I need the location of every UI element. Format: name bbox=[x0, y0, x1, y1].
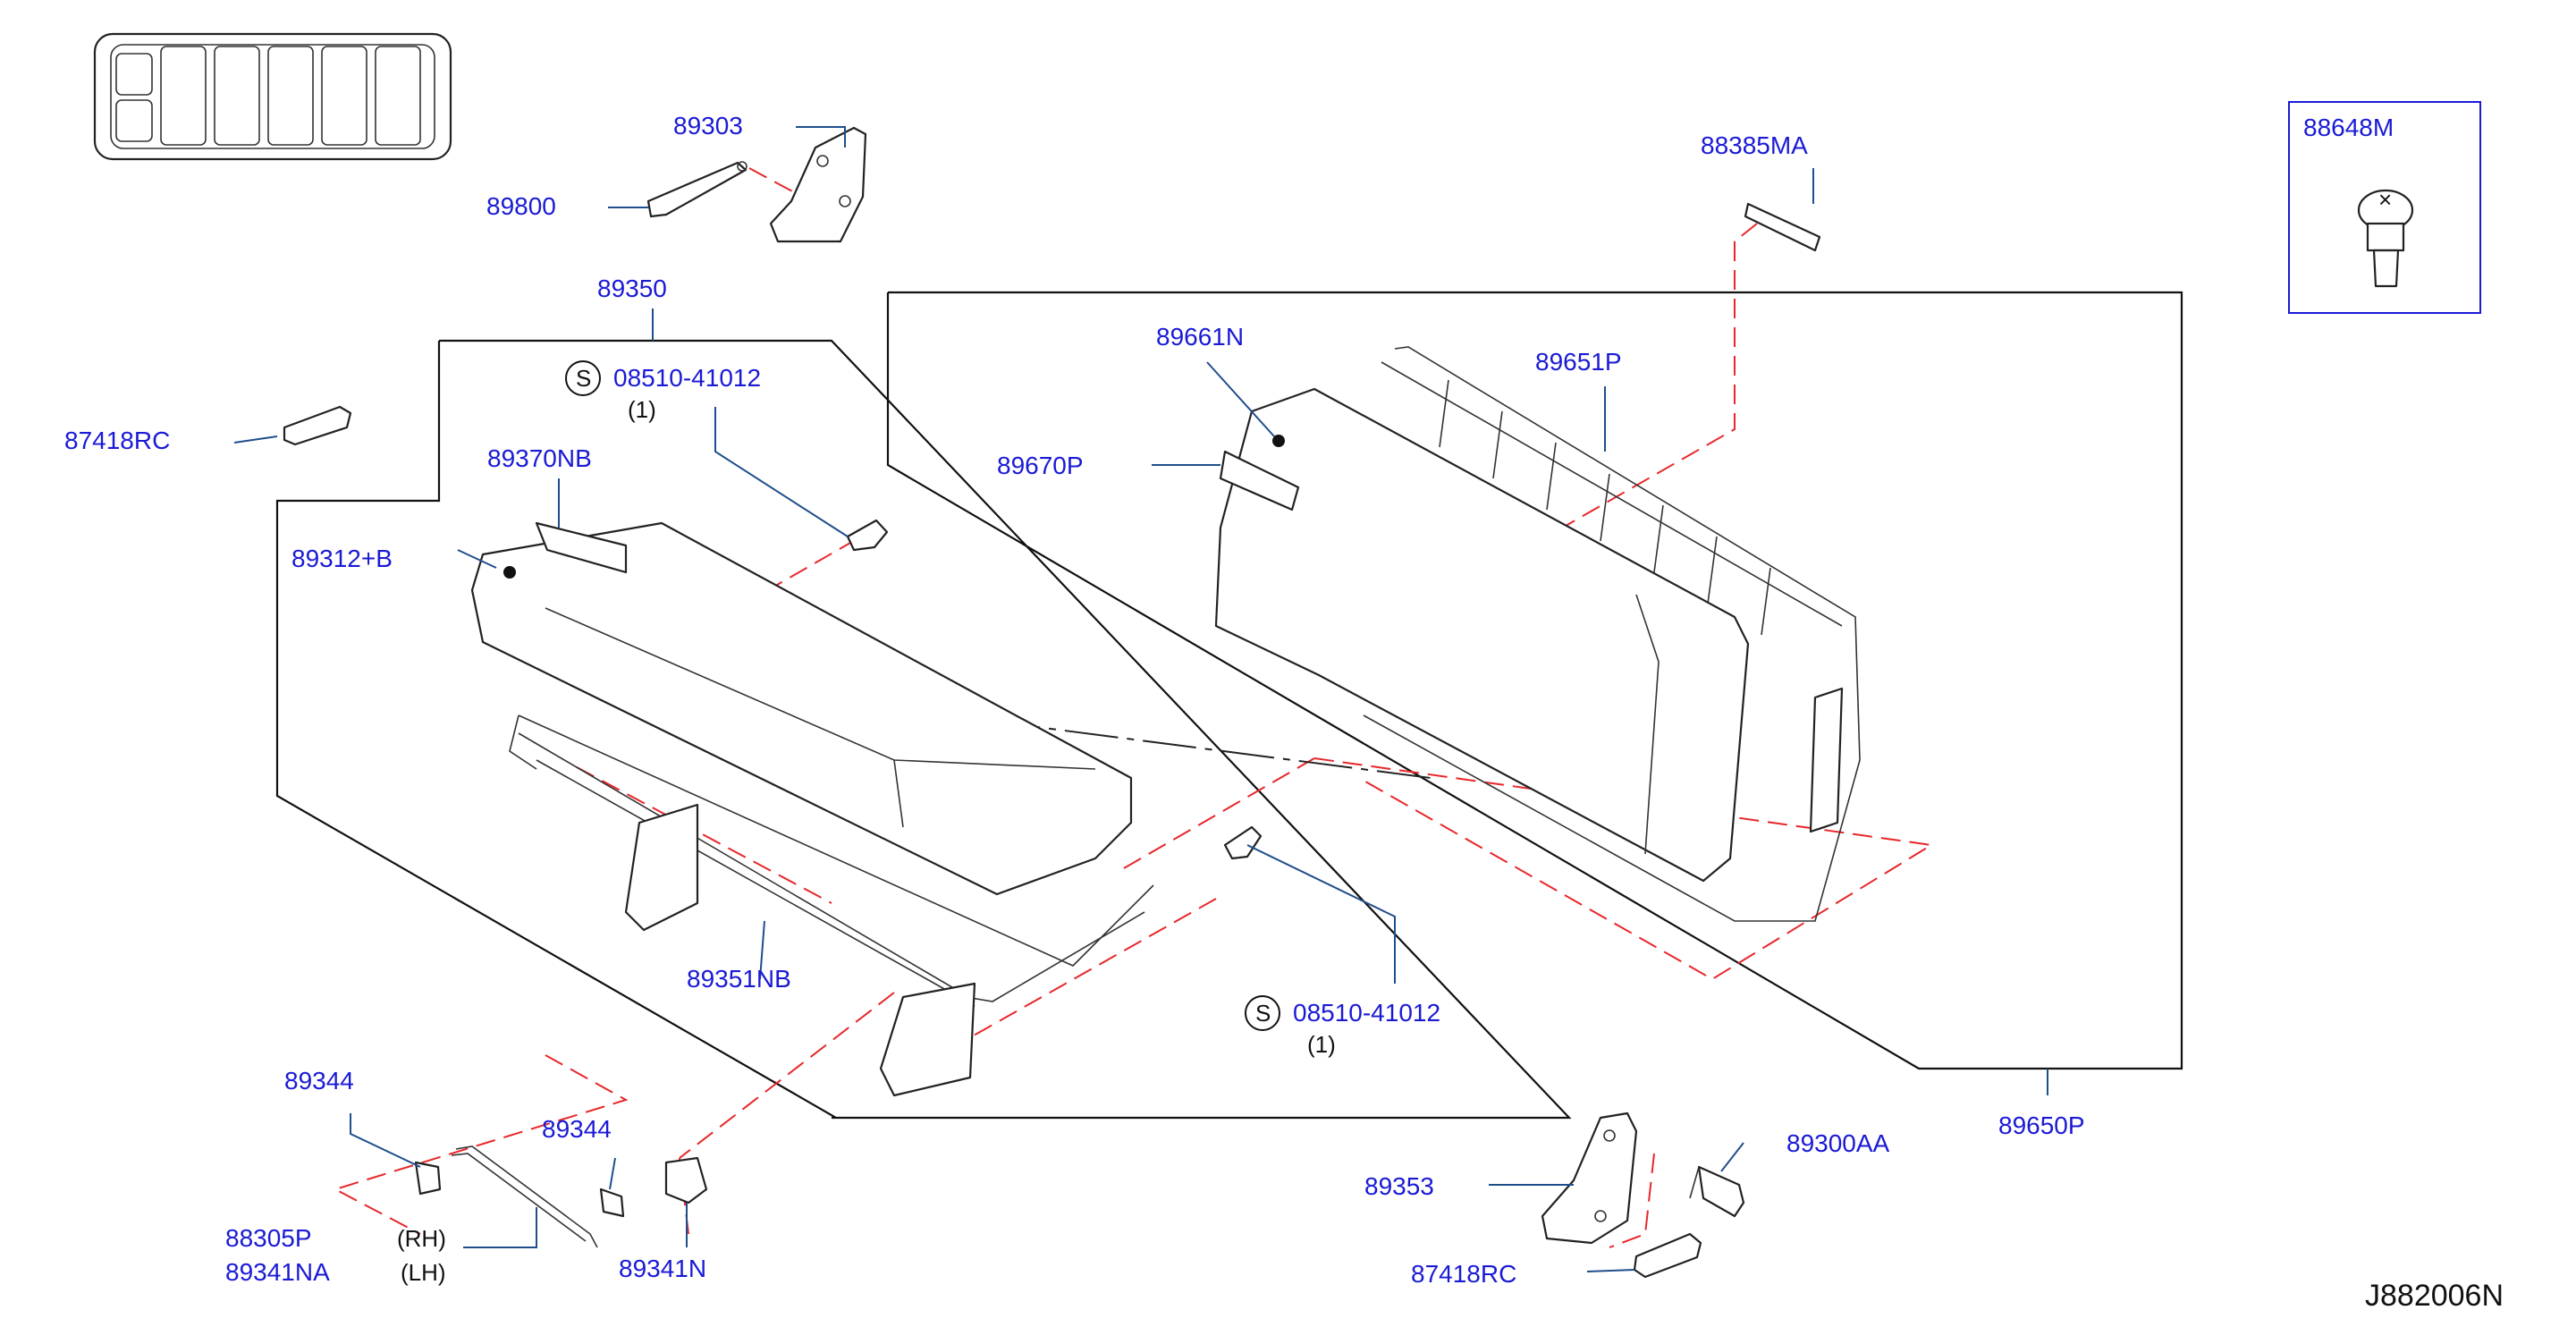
bolt-icon bbox=[1689, 1165, 1745, 1218]
cushion-group-frame bbox=[275, 339, 1572, 1120]
label-89651p: 89651P bbox=[1535, 348, 1622, 376]
lower-hinge-bracket-icon bbox=[1541, 1111, 1638, 1245]
strap-icon bbox=[646, 161, 747, 218]
small-clip-icon-b bbox=[599, 1188, 625, 1218]
label-89353: 89353 bbox=[1364, 1172, 1434, 1200]
label-89312b: 89312+B bbox=[291, 545, 393, 572]
latch-icon bbox=[664, 1156, 708, 1204]
diagram-code: J882006N bbox=[2365, 1279, 2504, 1313]
back-group-frame bbox=[886, 291, 2183, 1070]
label-89650p: 89650P bbox=[1998, 1111, 2085, 1139]
leader-lines bbox=[233, 126, 2048, 1272]
label-89350: 89350 bbox=[597, 275, 667, 302]
label-89300aa: 89300AA bbox=[1786, 1129, 1890, 1157]
clip-icon: × bbox=[2357, 186, 2414, 288]
hinge-bracket-icon bbox=[769, 126, 867, 243]
seat-frame-icon bbox=[509, 714, 1154, 1097]
label-89351nb: 89351NB bbox=[687, 965, 791, 993]
screw-qty-top: (1) bbox=[628, 396, 656, 423]
label-88305p: 88305P bbox=[225, 1224, 312, 1252]
label-87418rc-a: 87418RC bbox=[64, 427, 170, 454]
side-lh-label: (LH) bbox=[401, 1259, 446, 1286]
seat-back-icon bbox=[1214, 387, 1750, 883]
screw-icon-top bbox=[846, 519, 889, 552]
cover-cap-icon bbox=[283, 405, 352, 446]
label-89344-a: 89344 bbox=[284, 1067, 354, 1095]
screw-qty-bottom: (1) bbox=[1307, 1031, 1336, 1058]
release-rod-icon bbox=[451, 1145, 598, 1248]
pad-icon bbox=[1744, 202, 1821, 252]
seat-cushion-icon bbox=[470, 521, 1133, 896]
small-clip-icon-a bbox=[414, 1161, 442, 1196]
label-89344-b: 89344 bbox=[542, 1115, 612, 1143]
label-89341na: 89341NA bbox=[225, 1258, 330, 1286]
assembly-guides bbox=[333, 223, 1934, 1248]
back-frame-icon bbox=[1363, 346, 1861, 922]
label-89370nb: 89370NB bbox=[487, 444, 592, 472]
vehicle-overview-icon bbox=[93, 32, 452, 161]
label-89670p: 89670P bbox=[997, 452, 1084, 479]
standard-part-symbol: S bbox=[576, 365, 591, 392]
screw-callout-bottom: S 08510-41012 (1) bbox=[1245, 995, 1440, 1058]
label-89800: 89800 bbox=[486, 192, 556, 220]
label-88648m: 88648M bbox=[2303, 114, 2394, 141]
clip-inset-frame bbox=[2288, 101, 2481, 314]
label-88385ma: 88385MA bbox=[1701, 131, 1808, 159]
side-rh-label: (RH) bbox=[397, 1225, 446, 1252]
label-89341n: 89341N bbox=[619, 1255, 706, 1282]
label-89661n: 89661N bbox=[1156, 323, 1244, 351]
label-87418rc-b: 87418RC bbox=[1411, 1260, 1516, 1288]
screw-part-number-top: 08510-41012 bbox=[613, 364, 761, 392]
label-89303: 89303 bbox=[673, 112, 743, 139]
screw-callout-top: S 08510-41012 (1) bbox=[565, 360, 761, 423]
screw-part-number-bottom: 08510-41012 bbox=[1293, 999, 1440, 1027]
screw-icon-bottom bbox=[1223, 825, 1263, 860]
svg-text:×: × bbox=[2378, 186, 2392, 213]
lower-cover-cap-icon bbox=[1633, 1232, 1702, 1279]
standard-part-symbol: S bbox=[1255, 1000, 1271, 1027]
